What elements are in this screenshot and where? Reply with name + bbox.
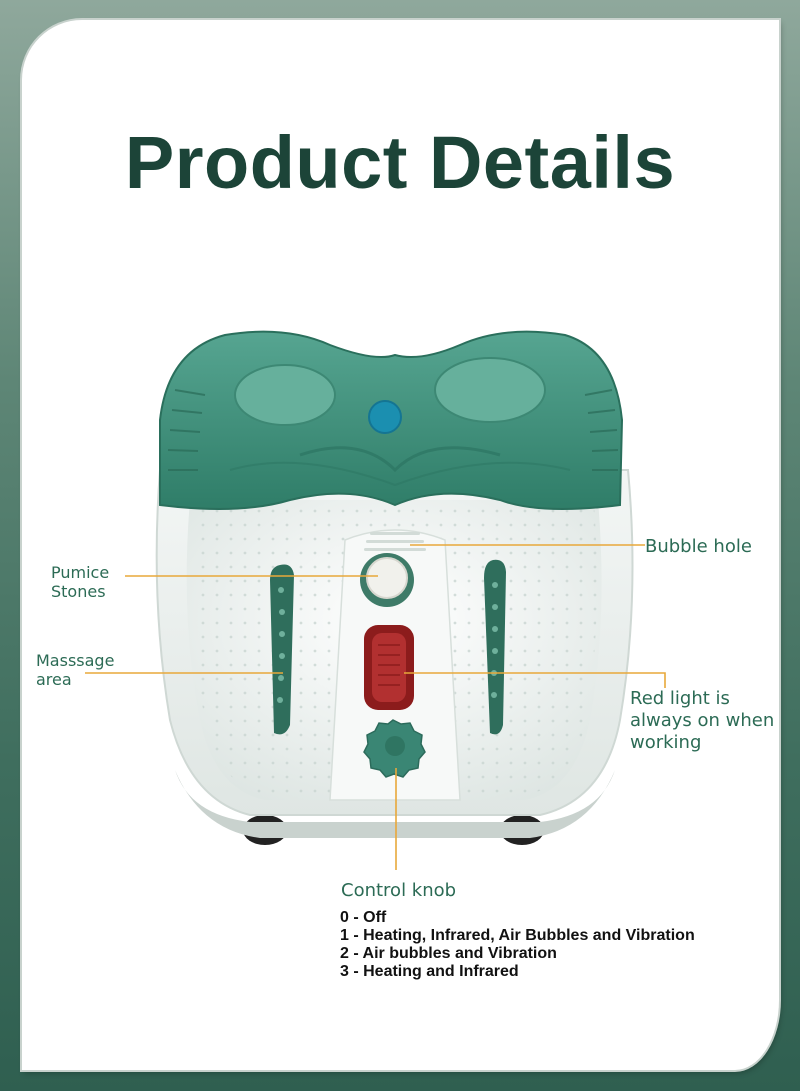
red-light-label-line1: Red light is (630, 688, 730, 709)
pumice-stones-label: Pumice Stones (51, 563, 109, 601)
lid-button (368, 400, 402, 434)
pumice-label-line2: Stones (51, 582, 106, 601)
red-light-grid (378, 644, 400, 686)
red-light-label-line2: always on when (630, 710, 775, 731)
massage-area-right (484, 559, 506, 735)
lid-tray-right (434, 357, 546, 423)
pumice-label-line1: Pumice (51, 563, 110, 582)
red-light-label: Red light is always on when working (630, 688, 774, 754)
mode-list: 0 - Off 1 - Heating, Infrared, Air Bubbl… (340, 909, 695, 981)
red-light-label-line3: working (630, 732, 702, 753)
mode-item: 0 - Off (340, 909, 387, 926)
basin-rim (175, 770, 615, 838)
massage-area-left (270, 564, 294, 735)
lid-tray-left (234, 364, 336, 426)
bubble-hole-vents (364, 532, 426, 551)
massage-label-line2: area (36, 670, 72, 689)
massage-label-line1: Masssage (36, 651, 115, 670)
mode-item: 1 - Heating, Infrared, Air Bubbles and V… (340, 927, 695, 944)
mode-item: 2 - Air bubbles and Vibration (340, 945, 557, 962)
massage-area-label: Masssage area (36, 651, 114, 689)
page-title: Product Details (124, 121, 676, 204)
lid-ribs (167, 389, 619, 471)
pumice-stone (366, 557, 408, 599)
control-knob-label: Control knob (341, 880, 457, 901)
callout-lines (85, 544, 666, 870)
bubble-hole-label: Bubble hole (645, 536, 752, 557)
mode-item: 3 - Heating and Infrared (340, 963, 519, 980)
